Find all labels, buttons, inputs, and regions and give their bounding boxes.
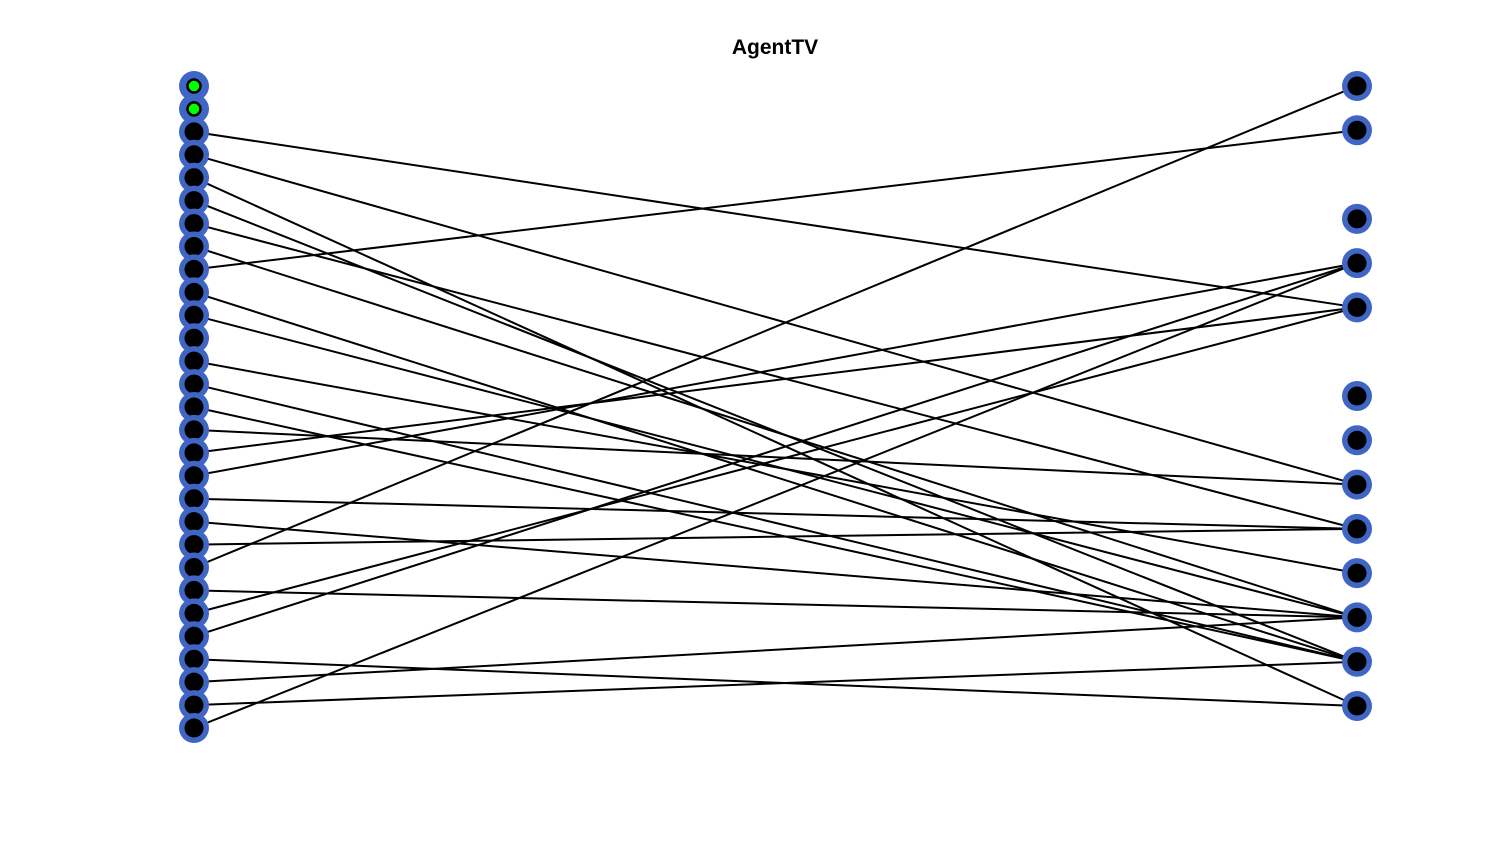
left-node [184,168,204,188]
edge [193,406,1358,663]
edge [193,85,1358,569]
edge [193,262,1358,638]
left-node [184,397,204,417]
right-node [1347,209,1367,229]
edge [193,262,1358,477]
edge [193,497,1358,530]
edge [193,428,1358,486]
left-node [184,512,204,532]
left-node [184,305,204,325]
left-node [184,489,204,509]
node-layer [179,71,1372,743]
edge [193,660,1358,707]
left-node [184,145,204,165]
left-node [184,466,204,486]
edge [193,589,1358,619]
left-node [184,237,204,256]
left-node [184,374,204,394]
right-node [1347,386,1367,406]
left-node [184,328,204,348]
edge [193,262,1358,729]
left-node [184,718,204,738]
left-node [184,695,204,715]
right-node [1347,297,1367,317]
left-node [184,122,204,142]
left-node [184,626,204,646]
edge [193,616,1358,684]
left-node [184,351,204,371]
right-node [1347,563,1367,583]
left-node [184,603,204,623]
edge [193,245,1358,619]
edge [193,130,1358,309]
left-node [184,649,204,669]
edge [193,306,1358,615]
edge [193,291,1358,663]
left-node [184,259,204,279]
edge [193,306,1358,454]
left-node [184,191,204,211]
right-node [1347,120,1367,140]
edge [193,222,1358,530]
left-node [184,672,204,692]
right-node [1347,430,1367,450]
right-node [1347,475,1367,495]
left-node-highlighted [186,78,202,94]
figure-title: AgentTV [731,36,819,59]
left-node [184,558,204,577]
left-node [184,535,204,555]
right-node [1347,696,1367,716]
right-node [1347,607,1367,627]
right-node [1347,253,1367,273]
edge-layer [193,85,1358,729]
right-node [1347,519,1367,539]
left-node [184,580,204,600]
edge [193,360,1358,575]
edge [193,129,1358,271]
edge [193,520,1358,619]
left-node [184,214,204,234]
edge [193,383,1358,663]
left-node [184,282,204,302]
left-node [184,443,204,463]
right-node [1347,652,1367,672]
edge [193,527,1358,546]
left-node [184,420,204,440]
left-node-highlighted [186,101,202,117]
edge [193,153,1358,486]
edge [193,176,1358,707]
right-node [1347,76,1367,96]
